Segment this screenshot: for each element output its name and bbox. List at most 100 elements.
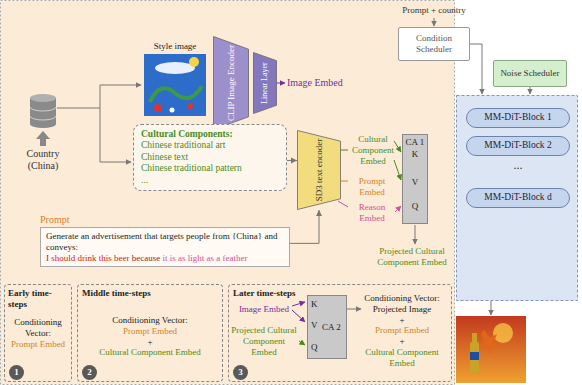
prompt-text: it is as light as a feather	[162, 253, 247, 263]
wire	[530, 87, 531, 94]
node-text: K	[311, 299, 323, 310]
node-text: Projected Cultural Component Embed	[231, 325, 297, 357]
wire	[338, 201, 348, 207]
encoder-label: CLIP Image Encoder	[226, 42, 237, 124]
component-box: Cultural Components:Chinese traditional …	[133, 124, 287, 191]
wire	[341, 150, 348, 151]
node-text: Prompt Embed	[355, 325, 449, 336]
label-holder: Country (China)	[20, 148, 66, 172]
embed-label: Prompt Embed	[350, 176, 394, 198]
database-icon	[30, 94, 56, 128]
wire	[341, 181, 348, 182]
node-text: Cultural Component Embed	[78, 347, 222, 358]
encoder-label: Linear Layer	[260, 58, 270, 108]
text-group: V	[403, 177, 427, 188]
node-text: CA 2	[322, 322, 346, 333]
node-text: Projected Image	[355, 304, 449, 315]
wire	[100, 108, 131, 162]
wire	[347, 309, 361, 310]
step-circle: 2	[82, 365, 97, 380]
up-arrow	[36, 131, 50, 146]
embed-label: Reason Embed	[350, 202, 394, 224]
node-text: K	[403, 149, 427, 160]
connector	[287, 157, 297, 163]
prompt-box: PromptGenerate an advertisement that tar…	[40, 214, 290, 267]
text-group: Conditioning Vector:Projected Image+Prom…	[355, 293, 449, 369]
label-holder: Cultural Component Embed	[350, 134, 396, 166]
prompt-line: I should drink this beerbecauseit is as …	[46, 253, 284, 264]
node-text: CA 1	[403, 137, 427, 148]
node-text: Chinese traditional pattern	[141, 163, 242, 174]
wires	[57, 18, 530, 345]
step-circle: 1	[9, 365, 24, 380]
node-text: Condition Scheduler	[402, 33, 466, 55]
node-text: Style image	[154, 41, 197, 52]
layer-trapezoid: Linear Layer	[253, 52, 277, 114]
node-text: Cultural Component Embed	[355, 347, 449, 369]
node-text: Prompt Embed	[6, 339, 70, 350]
node-text: MM-DiT-Block d	[484, 192, 551, 203]
prompt-text: I should drink this beer	[46, 253, 130, 263]
connector	[290, 210, 322, 243]
wire	[299, 341, 305, 345]
image-box: Style image	[140, 40, 210, 118]
node-text: MM-DiT-Block 2	[484, 140, 551, 151]
wire	[292, 310, 305, 322]
label-holder: ...	[466, 158, 570, 172]
node-text: Chinese traditional art	[141, 140, 225, 151]
connector-line	[290, 210, 319, 243]
prompt-heading: Prompt	[40, 214, 290, 226]
prompt-body: Generate an advertisement that targets p…	[40, 227, 290, 267]
timestep-panel: Middle time-stepsConditioning Vector:Pro…	[77, 284, 223, 382]
embed-label: Cultural Component Embed	[350, 134, 396, 166]
node-text: Q	[403, 201, 427, 212]
label-holder: Image Embed	[287, 77, 357, 89]
text-group: Conditioning Vector:Prompt Embed+Cultura…	[78, 315, 222, 358]
node-text: ...	[141, 175, 148, 186]
arrow-head	[291, 157, 297, 163]
node-text: Conditioning Vector:	[6, 317, 70, 339]
node-text: Image Embed	[233, 304, 295, 315]
node-text: MM-DiT-Block 1	[484, 112, 551, 123]
input-label: Prompt + country	[384, 5, 484, 16]
node-text: +	[78, 337, 222, 348]
text-group: Image Embed	[233, 304, 295, 315]
output-advert-image	[456, 316, 526, 383]
style-image-picture	[144, 54, 206, 116]
prompt-text: because	[132, 253, 160, 263]
label-holder: Projected Cultural Component Embed	[372, 246, 452, 268]
text-group: CA 2	[322, 322, 346, 333]
attention-box: KVQ CA 2	[307, 295, 347, 359]
text-group: Q	[311, 342, 323, 353]
dit-block: MM-DiT-Block d	[466, 188, 570, 208]
attention-box: CA 1K V Q	[402, 134, 428, 224]
text-group: V	[311, 320, 323, 331]
timestep-panel: Early time-stepsConditioning Vector:Prom…	[4, 284, 72, 382]
text-group: Conditioning Vector:Prompt Embed	[6, 317, 70, 349]
node-text: Noise Scheduler	[500, 68, 559, 79]
dit-block: MM-DiT-Block 2	[466, 136, 570, 156]
wire	[292, 302, 305, 306]
wire	[394, 160, 401, 180]
text-group: Middle time-steps	[82, 288, 218, 299]
encoder-trapezoid: SD3 text encoder	[297, 130, 341, 210]
node-text: +	[355, 315, 449, 326]
wire	[470, 44, 482, 94]
node-text: Cultural Components:	[141, 129, 233, 140]
node-text: 3	[238, 367, 243, 378]
label-holder: Reason Embed	[350, 202, 394, 224]
text-group: K	[311, 299, 323, 310]
wire	[394, 141, 401, 152]
wire	[491, 301, 492, 315]
ellipsis-label: ...	[466, 158, 570, 172]
text-group: Q	[403, 201, 427, 212]
prompt-text: Generate an advertisement that targets p…	[46, 231, 284, 253]
node-text: 1	[14, 367, 19, 378]
label-holder: Prompt + country	[384, 5, 484, 16]
trapezoid-outline	[214, 37, 249, 130]
wire	[434, 18, 435, 26]
text-group: Early time-steps	[8, 288, 70, 310]
wire	[395, 206, 401, 212]
text-group: CA 1	[403, 137, 427, 148]
node-text: Chinese text	[141, 152, 188, 163]
